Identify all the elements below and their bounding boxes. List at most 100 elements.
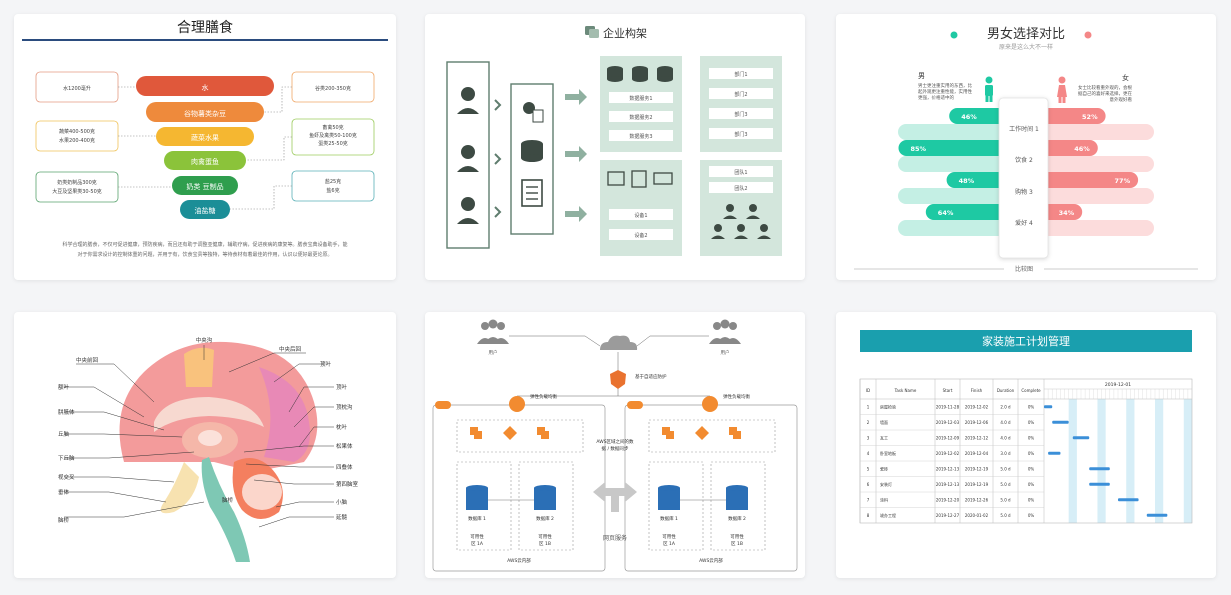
gantt-bar	[1089, 482, 1110, 486]
gantt-cell: 安装灯	[880, 481, 892, 487]
diet-footer-line2: 对于你需求设计的控制体重的问题，并用于有，饮食宝贵等独特，等待食材有着最佳的作用…	[77, 251, 332, 258]
svg-text:部门3: 部门3	[734, 111, 747, 118]
gantt-title-bar	[860, 330, 1192, 352]
gantt-bar	[1118, 498, 1139, 502]
svg-text:区 1A: 区 1A	[471, 541, 484, 547]
svg-text:AWS云内部: AWS云内部	[507, 557, 531, 564]
gantt-cell: 瓷砖	[880, 465, 888, 471]
male-bar	[949, 108, 1009, 124]
svg-text:四叠体: 四叠体	[336, 463, 353, 471]
svg-text:可用性: 可用性	[538, 533, 552, 540]
gantt-column-header: Start	[943, 388, 953, 393]
svg-text:顶枕沟: 顶枕沟	[336, 403, 353, 411]
database-icon	[466, 485, 748, 510]
female-bar	[1038, 108, 1106, 124]
gantt-cell: 8	[867, 513, 870, 518]
svg-text:脑桥: 脑桥	[58, 516, 70, 524]
level-grains: 谷物薯类杂豆	[184, 109, 226, 118]
svg-text:据自己的喜好来选择，更在: 据自己的喜好来选择，更在	[1078, 90, 1132, 97]
gantt-cell: 0%	[1028, 482, 1035, 487]
svg-text:数据库 2: 数据库 2	[536, 515, 554, 522]
gantt-bar	[1072, 436, 1090, 440]
gantt-cell: 房屋检验	[880, 403, 896, 409]
female-value-label: 34%	[1059, 209, 1075, 217]
gantt-cell: 4	[867, 451, 870, 456]
gantt-cell: 竣办工程	[880, 512, 896, 518]
svg-text:蛋类25-50克: 蛋类25-50克	[318, 140, 348, 147]
gantt-bar	[1044, 405, 1053, 409]
gantt-cell: 4.0 d	[1000, 420, 1011, 425]
female-bar	[1038, 204, 1083, 220]
svg-text:AWS区域之间的数: AWS区域之间的数	[596, 438, 634, 445]
gantt-column-header: Task Name	[894, 388, 917, 393]
female-icon	[1057, 76, 1067, 103]
svg-text:下丘脑: 下丘脑	[58, 454, 75, 462]
gantt-column-header: Complete	[1021, 388, 1041, 393]
svg-text:水1200毫升: 水1200毫升	[63, 85, 91, 92]
gantt-column-header: Duration	[997, 388, 1015, 393]
svg-text:女: 女	[1122, 73, 1129, 82]
gender-card[interactable]: 男女选择对比 原来是这么大不一样 男 女 男士更注重实用的东西，比 起外观更注重…	[836, 14, 1216, 280]
svg-text:起外观更注重性能，实用性: 起外观更注重性能，实用性	[918, 88, 972, 95]
gantt-cell: 4.0 d	[1000, 435, 1011, 440]
svg-text:胼胝体: 胼胝体	[58, 408, 75, 416]
org-card[interactable]: 企业构架 数据服务1 数据服务2 数据服务3 部门1	[425, 14, 805, 280]
gantt-cell: 墙面	[880, 419, 888, 425]
svg-text:可用性: 可用性	[470, 533, 484, 540]
svg-text:垂体: 垂体	[58, 488, 70, 496]
svg-text:视交叉: 视交叉	[58, 473, 75, 481]
svg-text:第四脑室: 第四脑室	[336, 480, 359, 488]
svg-text:可用性: 可用性	[662, 533, 676, 540]
gantt-cell: 0%	[1028, 435, 1035, 440]
gantt-cell: 3	[867, 435, 870, 440]
level-oil: 油盐糖	[195, 206, 216, 215]
brain-card[interactable]: 中央沟 中央前回 额叶 胼胝体 丘脑 下丘脑 视交叉 垂体 脑桥 中央后回 顶叶…	[14, 312, 396, 578]
svg-text:谷类200-350克: 谷类200-350克	[315, 85, 351, 92]
gantt-cell: 2019-12-20	[936, 497, 960, 502]
gantt-cell: 2019-12-12	[965, 435, 989, 440]
male-value-label: 48%	[959, 177, 975, 185]
diet-card[interactable]: 合理膳食 水 谷物薯类杂豆 蔬菜水果 肉禽蛋鱼 奶类 豆制品 油盐糖 水1200…	[14, 14, 396, 280]
svg-text:盐25克: 盐25克	[325, 178, 341, 185]
gantt-bar	[1048, 451, 1061, 455]
svg-text:额叶: 额叶	[58, 383, 70, 391]
svg-text:中央前回: 中央前回	[76, 356, 99, 364]
male-bar	[946, 172, 1009, 188]
svg-text:丘脑: 丘脑	[58, 430, 70, 438]
svg-text:基于自适应防护: 基于自适应防护	[635, 373, 667, 380]
gender-footer: 比较图	[1015, 265, 1033, 273]
gantt-cell: 瓦工	[880, 435, 888, 440]
gantt-cell: 5.0 d	[1000, 497, 1011, 502]
category-label: 工作时间 1	[1009, 125, 1039, 133]
aws-card[interactable]: 用户 用户 基于自适应防护 弹性负载均衡 弹性负载均衡	[425, 312, 805, 578]
female-value-label: 77%	[1115, 177, 1131, 185]
aws-diagram: 用户 用户 基于自适应防护 弹性负载均衡 弹性负载均衡	[432, 319, 798, 572]
svg-text:用户: 用户	[489, 349, 498, 356]
svg-text:设备2: 设备2	[634, 232, 647, 239]
document-icon	[521, 179, 543, 207]
users-icon	[477, 319, 741, 344]
category-panel	[998, 97, 1049, 259]
gantt-cell: 1	[867, 404, 870, 409]
svg-text:部门3: 部门3	[734, 131, 747, 138]
gantt-cell: 2020-01-02	[965, 513, 989, 518]
gender-chart: 男女选择对比 原来是这么大不一样 男 女 男士更注重实用的东西，比 起外观更注重…	[854, 26, 1198, 273]
female-bar	[1038, 172, 1139, 188]
gantt-cell: 2019-12-27	[936, 513, 960, 518]
svg-text:区 1A: 区 1A	[663, 541, 676, 547]
svg-text:延髓: 延髓	[336, 513, 348, 521]
gantt-cell: 5.0 d	[1000, 482, 1011, 487]
gantt-cell: 2019-12-13	[936, 466, 960, 471]
svg-text:大豆及坚果类30-50克: 大豆及坚果类30-50克	[52, 188, 102, 195]
firewall-icon	[610, 370, 626, 389]
svg-text:弹性负载均衡: 弹性负载均衡	[530, 393, 557, 400]
gantt-cell: 3.0 d	[1000, 451, 1011, 456]
gantt-cell: 2019-12-13	[936, 482, 960, 487]
category-label: 爱好 4	[1015, 219, 1033, 227]
gantt-cell: 卧室地板	[880, 450, 896, 456]
person-icon	[457, 87, 479, 224]
gantt-cell: 5	[867, 466, 870, 471]
gantt-bar	[1146, 513, 1168, 517]
diet-title: 合理膳食	[177, 19, 233, 36]
